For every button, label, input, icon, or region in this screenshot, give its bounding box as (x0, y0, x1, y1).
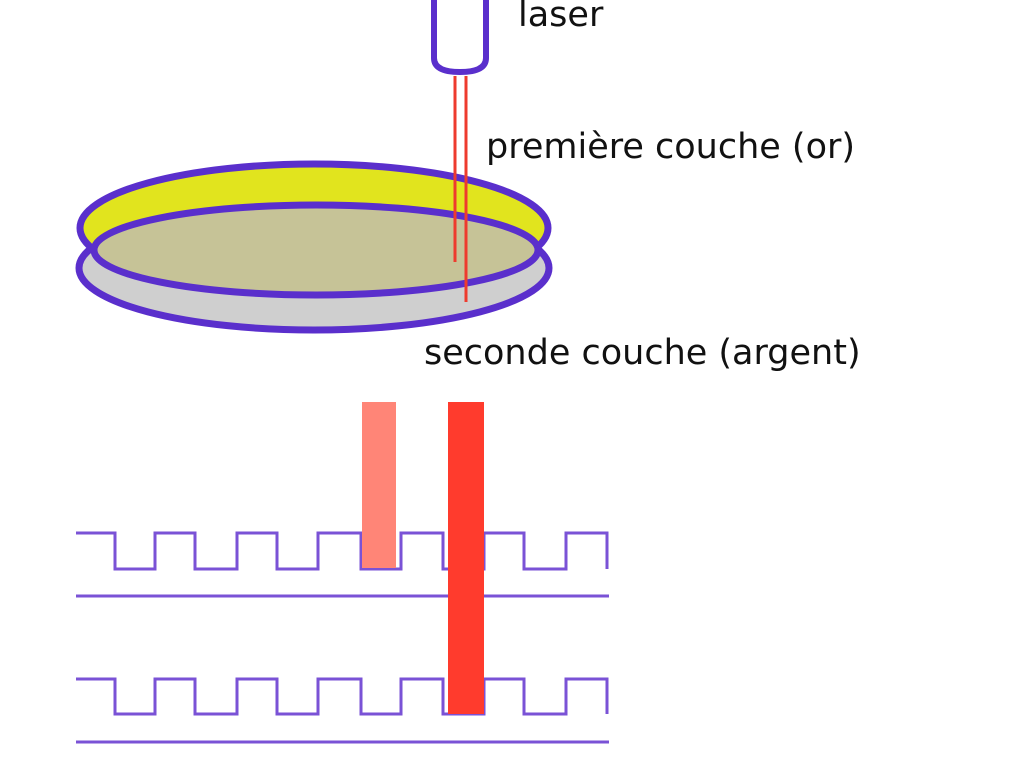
first-layer-surface (90, 201, 542, 299)
two-layer-disc-icon (75, 160, 553, 334)
laser-emitter-icon (431, 0, 489, 76)
laser-label: laser (518, 0, 604, 35)
first-layer-label: première couche (or) (486, 127, 855, 167)
cross-section (76, 402, 609, 744)
first-layer-track (76, 531, 609, 571)
second-layer-track (76, 677, 609, 716)
laser-beams (453, 76, 468, 302)
beam-bar-first-layer (362, 402, 396, 568)
laser-housing (431, 0, 489, 76)
beam-bar-second-layer (448, 402, 484, 714)
second-layer-label: seconde couche (argent) (424, 333, 861, 373)
